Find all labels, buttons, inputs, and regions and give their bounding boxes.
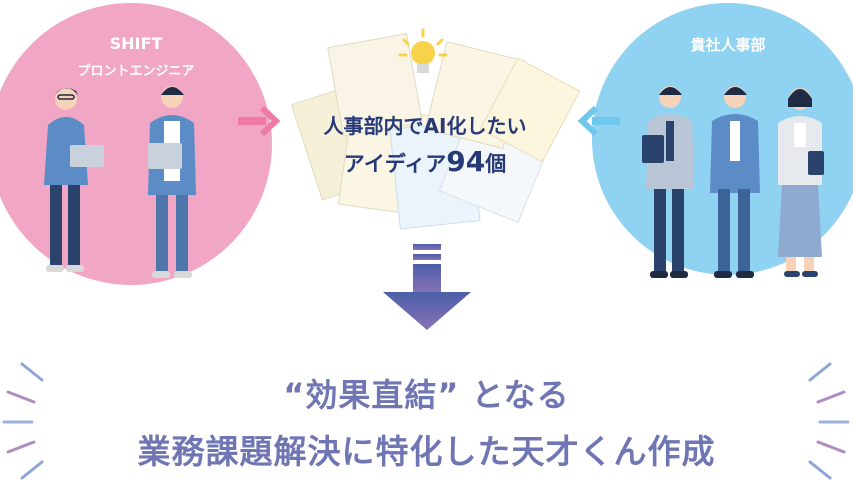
hr-person-1 [642,86,694,278]
right-arrow-icon [238,105,281,137]
center-caption-line-1: 人事部内でAI化したい [323,114,527,138]
hr-person-2 [710,86,760,278]
right-accent-lines [808,362,850,480]
center-caption-suffix: 個 [485,152,507,176]
headline-line-1: “効果直結” となる [283,376,570,414]
center-caption-line-2: アイディア94個 [270,145,580,178]
engineers-illustration [44,86,196,278]
shift-subtitle: プロントエンジニア [77,64,195,79]
hr-staff-illustration [642,86,824,278]
hr-title: 貴社人事部 [690,36,766,54]
engineer-person-1 [44,88,104,272]
headline-line-2: 業務課題解決に特化した天才くん作成 [137,432,716,471]
center-caption-prefix: アイディア [343,152,447,176]
left-arrow-icon [577,105,620,137]
idea-papers-illustration [290,33,581,230]
idea-count: 94 [446,145,486,178]
left-accent-lines [2,362,44,480]
hr-person-3 [778,88,824,277]
down-arrow-icon [383,244,471,330]
engineer-person-2 [148,86,196,278]
shift-engineers-circle [0,3,272,285]
lightbulb-icon [398,28,448,73]
shift-title: SHIFT [109,34,163,53]
